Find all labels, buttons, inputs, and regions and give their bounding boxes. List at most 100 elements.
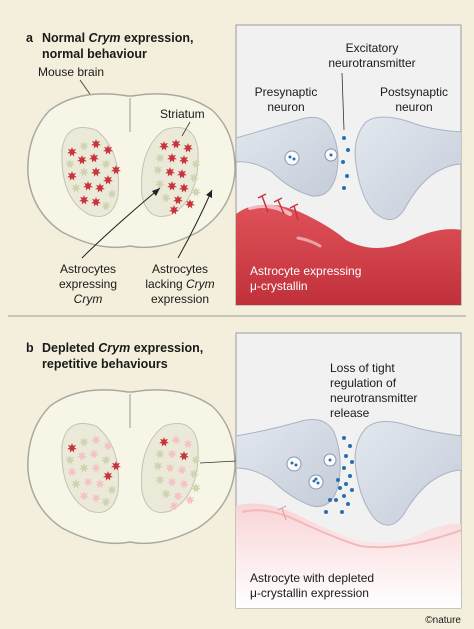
neurotransmitter-dot: [346, 502, 350, 506]
astrocyte-cell: [167, 181, 177, 191]
astrocyte-cell: [179, 155, 189, 165]
postsynaptic-neuron-a: [354, 116, 461, 220]
astrocyte-cell: [91, 139, 101, 149]
panel-b: b Depleted Crym expression, repetitive b…: [26, 332, 462, 609]
astrocyte-shape-a: [236, 204, 461, 305]
astrocyte-cell: [159, 437, 169, 447]
arrow-lacking-head: [206, 190, 212, 198]
excitatory-line2: neurotransmitter: [328, 56, 415, 70]
astrocyte-cell: [103, 175, 113, 185]
loss-line4: release: [330, 406, 370, 420]
astrocyte-cell: [179, 479, 189, 489]
striatum-b-leader: [199, 460, 237, 464]
panel-a-title-line2: normal behaviour: [42, 47, 147, 61]
astrocyte-cell: [79, 195, 89, 205]
astrocyte-cells-a: [65, 139, 201, 215]
striatum-label: Striatum: [160, 107, 205, 121]
astrocyte-cell: [65, 159, 75, 169]
astro-lacking-line3: expression: [151, 292, 209, 306]
astrocyte-cell: [111, 165, 121, 175]
astro-expressing-line1: Astrocytes: [60, 262, 116, 276]
astrocyte-cell: [191, 483, 201, 493]
astrocyte-cell: [161, 193, 171, 203]
neurotransmitter-dot: [345, 174, 349, 178]
astrocyte-cell: [89, 153, 99, 163]
neurotransmitter-dot: [342, 466, 346, 470]
astrocyte-cell: [171, 139, 181, 149]
panel-b-title-line2: repetitive behaviours: [42, 357, 168, 371]
excitatory-leader: [341, 72, 345, 131]
astrocyte-cell: [67, 467, 77, 477]
astrocyte-cell: [95, 479, 105, 489]
astro-expressing-line2: expressing: [59, 277, 117, 291]
astrocyte-cell: [101, 159, 111, 169]
astrocyte-cell: [111, 461, 121, 471]
astrocyte-cell: [155, 449, 165, 459]
inhibit-marks-a: [257, 193, 299, 221]
astro-a-line2: μ-crystallin: [250, 279, 308, 293]
astrocyte-edge-b: [241, 509, 461, 549]
astrocyte-cell: [167, 153, 177, 163]
astrocyte-cell: [177, 169, 187, 179]
astrocyte-cell: [173, 491, 183, 501]
astrocyte-cell: [169, 205, 179, 215]
astrocyte-cell: [191, 187, 201, 197]
astrocyte-cell: [67, 147, 77, 157]
loss-line3: neurotransmitter: [330, 391, 417, 405]
neurotransmitter-dot: [324, 510, 328, 514]
vesicle-a2: [324, 148, 338, 162]
vesicle-b2: [323, 453, 337, 467]
astrocyte-cell: [79, 167, 89, 177]
arrow-expressing: [81, 187, 161, 259]
astrocyte-cell: [159, 141, 169, 151]
astrocyte-cell: [79, 141, 89, 151]
panel-b-title: Depleted Crym expression,: [42, 341, 203, 355]
neurotransmitter-dot: [341, 160, 345, 164]
neurotransmitter-dot: [344, 482, 348, 486]
neurotransmitter-dot: [344, 454, 348, 458]
astrocyte-cell: [101, 201, 111, 211]
astrocyte-cell: [179, 451, 189, 461]
neurotransmitter-dot: [350, 460, 354, 464]
brain-section-b: [27, 389, 236, 545]
astrocyte-cell: [67, 171, 77, 181]
astrocyte-cell: [179, 183, 189, 193]
astrocyte-cell: [79, 437, 89, 447]
neurotransmitter-dot: [342, 436, 346, 440]
astrocyte-cells-b: [65, 435, 201, 511]
astrocyte-cell: [79, 463, 89, 473]
neurotransmitter-dot: [348, 474, 352, 478]
neurotransmitter-dot: [342, 186, 346, 190]
neurotransmitter-dot: [338, 486, 342, 490]
astrocyte-cell: [171, 435, 181, 445]
astrocyte-cell: [191, 455, 201, 465]
neurotransmitter-dot: [328, 498, 332, 502]
astrocyte-cell: [177, 465, 187, 475]
astrocyte-cell: [155, 475, 165, 485]
neurotransmitter-dot: [350, 488, 354, 492]
astrocyte-cell: [89, 449, 99, 459]
astrocyte-cell: [161, 489, 171, 499]
astrocyte-cell: [183, 143, 193, 153]
astrocyte-shape-b: [236, 503, 461, 608]
astrocyte-cell: [91, 167, 101, 177]
vesicle-a1: [284, 150, 300, 166]
astrocyte-cell: [77, 155, 87, 165]
neurotransmitter-dot: [342, 136, 346, 140]
astro-expressing-line3: Crym: [74, 292, 103, 306]
panel-a: a Normal Crym expression, normal behavio…: [26, 24, 462, 306]
panel-a-title: Normal Crym expression,: [42, 31, 193, 45]
astrocyte-cell: [183, 439, 193, 449]
vesicle-b1: [286, 456, 302, 472]
postsynaptic-line2: neuron: [395, 100, 432, 114]
neurotransmitter-dot: [348, 444, 352, 448]
astrocyte-cell: [167, 477, 177, 487]
astrocyte-cell: [91, 435, 101, 445]
presynaptic-line2: neuron: [267, 100, 304, 114]
astrocyte-cell: [103, 441, 113, 451]
astrocyte-cell: [71, 479, 81, 489]
mouse-brain-label: Mouse brain: [38, 65, 104, 79]
astrocyte-cell: [165, 167, 175, 177]
astrocyte-cell: [67, 443, 77, 453]
astrocyte-cell: [95, 183, 105, 193]
